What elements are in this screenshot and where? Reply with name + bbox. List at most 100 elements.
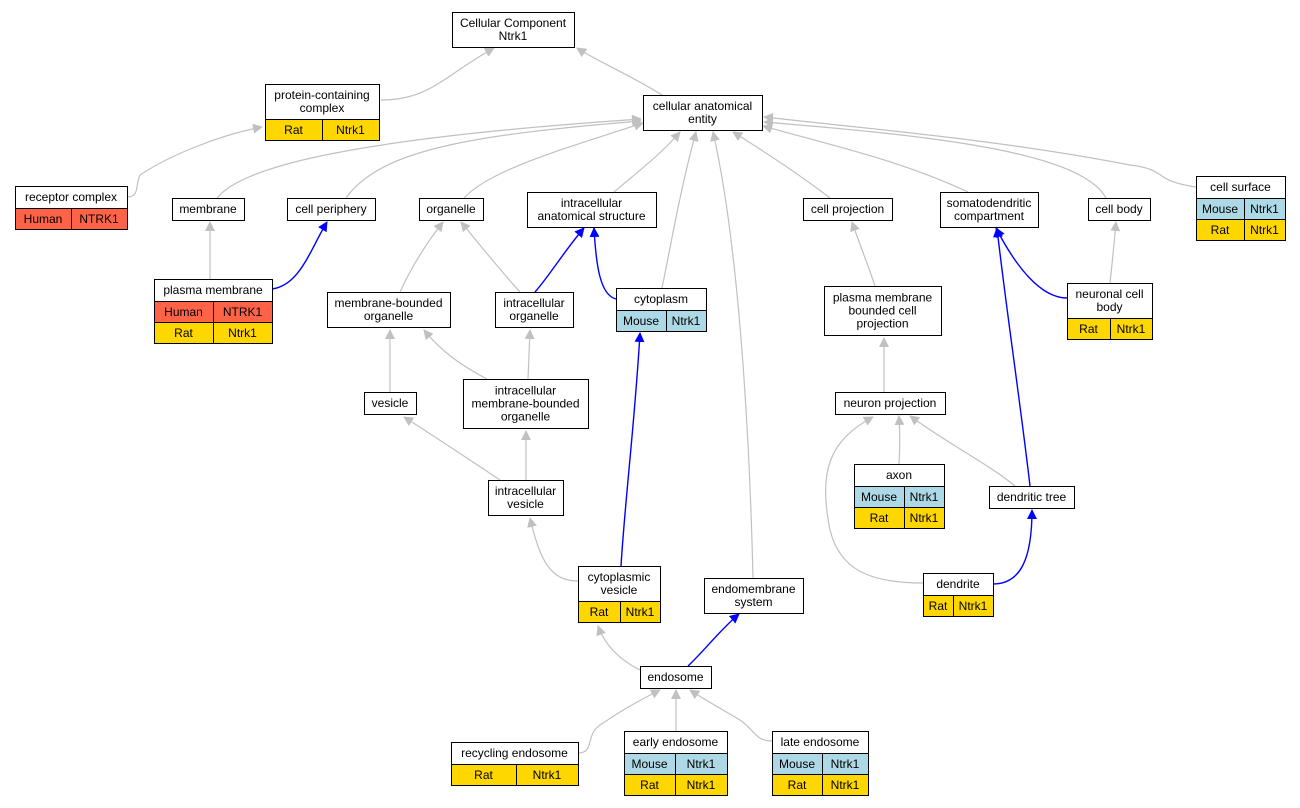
node-label: organelle bbox=[509, 309, 559, 323]
gene-cell bbox=[516, 764, 579, 786]
edge-is-a-ias-to-cae bbox=[613, 131, 681, 193]
node-endosome[interactable]: endosome bbox=[640, 666, 712, 689]
edge-is-a-imbo-to-intra_organelle bbox=[524, 329, 535, 380]
node-label: intracellular bbox=[495, 484, 556, 498]
node-label: recycling endosome bbox=[461, 746, 568, 760]
edge-is-a-cell_body-to-cae bbox=[763, 117, 1107, 199]
node-membrane[interactable]: membrane bbox=[172, 198, 245, 221]
node-label: cell periphery bbox=[295, 202, 366, 216]
node-cell-body[interactable]: cell body bbox=[1088, 198, 1151, 221]
node-label: late endosome bbox=[781, 735, 860, 749]
gene-cell bbox=[953, 595, 994, 617]
gene-cell bbox=[1244, 219, 1286, 241]
node-box bbox=[1067, 283, 1153, 319]
species-label: Rat bbox=[174, 326, 193, 340]
edge-is-a-intra_vesicle-to-vesicle bbox=[403, 416, 501, 481]
gene-symbol: Ntrk1 bbox=[228, 326, 257, 340]
gene-symbol: Ntrk1 bbox=[336, 123, 365, 137]
node-box bbox=[265, 84, 380, 120]
node-label: entity bbox=[688, 112, 717, 126]
edge-is-a-cyto_vesicle-to-intra_vesicle bbox=[527, 517, 579, 582]
node-box bbox=[463, 379, 589, 429]
node-box bbox=[578, 566, 661, 602]
gene-symbol: Ntrk1 bbox=[687, 757, 716, 771]
edge-is-a-organelle-to-cae bbox=[463, 121, 644, 199]
node-dendritic-tree[interactable]: dendritic tree bbox=[989, 486, 1075, 509]
edge-is-a-somatodendritic-to-cae bbox=[762, 123, 969, 193]
node-label: dendrite bbox=[936, 577, 980, 591]
gene-cell bbox=[322, 119, 380, 141]
node-label: organelle bbox=[364, 309, 414, 323]
node-label: membrane-bounded bbox=[471, 397, 579, 411]
species-label: Human bbox=[164, 305, 203, 319]
edge-is-a-endomembrane-to-cae bbox=[710, 131, 754, 579]
node-label: intracellular bbox=[495, 384, 556, 398]
species-label: Rat bbox=[640, 778, 659, 792]
edge-part-of-cyto_vesicle-to-cytoplasm bbox=[620, 332, 645, 567]
node-label: membrane-bounded bbox=[334, 296, 442, 310]
edge-is-a-protein_complex-to-root bbox=[380, 47, 495, 101]
node-label: system bbox=[734, 595, 772, 609]
edge-is-a-pmbcp-to-cell_projection bbox=[850, 221, 876, 287]
gene-symbol: Ntrk1 bbox=[910, 490, 939, 504]
node-label: vesicle bbox=[507, 497, 544, 511]
node-label: cellular anatomical bbox=[653, 99, 752, 113]
node-label: anatomical structure bbox=[537, 209, 645, 223]
species-label: Rat bbox=[590, 605, 609, 619]
node-label: receptor complex bbox=[25, 190, 117, 204]
node-cell-projection[interactable]: cell projection bbox=[803, 198, 893, 221]
node-label: bounded cell bbox=[848, 304, 916, 318]
node-organelle[interactable]: organelle bbox=[419, 198, 484, 221]
species-label: Rat bbox=[788, 778, 807, 792]
node-label: cytoplasmic bbox=[588, 570, 651, 584]
gene-symbol: Ntrk1 bbox=[672, 314, 701, 328]
gene-symbol: Ntrk1 bbox=[1250, 202, 1279, 216]
node-box bbox=[940, 192, 1039, 228]
node-box bbox=[1088, 198, 1151, 221]
node-cell-periphery[interactable]: cell periphery bbox=[287, 198, 376, 221]
node-label: early endosome bbox=[633, 735, 719, 749]
edge-part-of-plasma_membrane-to-cell_periphery bbox=[271, 221, 328, 290]
node-box bbox=[824, 286, 942, 336]
node-box bbox=[803, 198, 893, 221]
node-label: endosome bbox=[647, 670, 703, 684]
gene-cell bbox=[71, 208, 128, 230]
node-label: neuronal cell bbox=[1075, 287, 1143, 301]
gene-symbol: Ntrk1 bbox=[1250, 223, 1279, 237]
node-label: Ntrk1 bbox=[499, 29, 528, 43]
node-neuron-projection[interactable]: neuron projection bbox=[835, 392, 946, 415]
edge-is-a-imbo-to-mbo bbox=[423, 329, 488, 380]
edge-part-of-endosome-to-endomembrane bbox=[687, 613, 740, 667]
node-vesicle[interactable]: vesicle bbox=[364, 392, 417, 415]
node-box bbox=[640, 666, 712, 689]
